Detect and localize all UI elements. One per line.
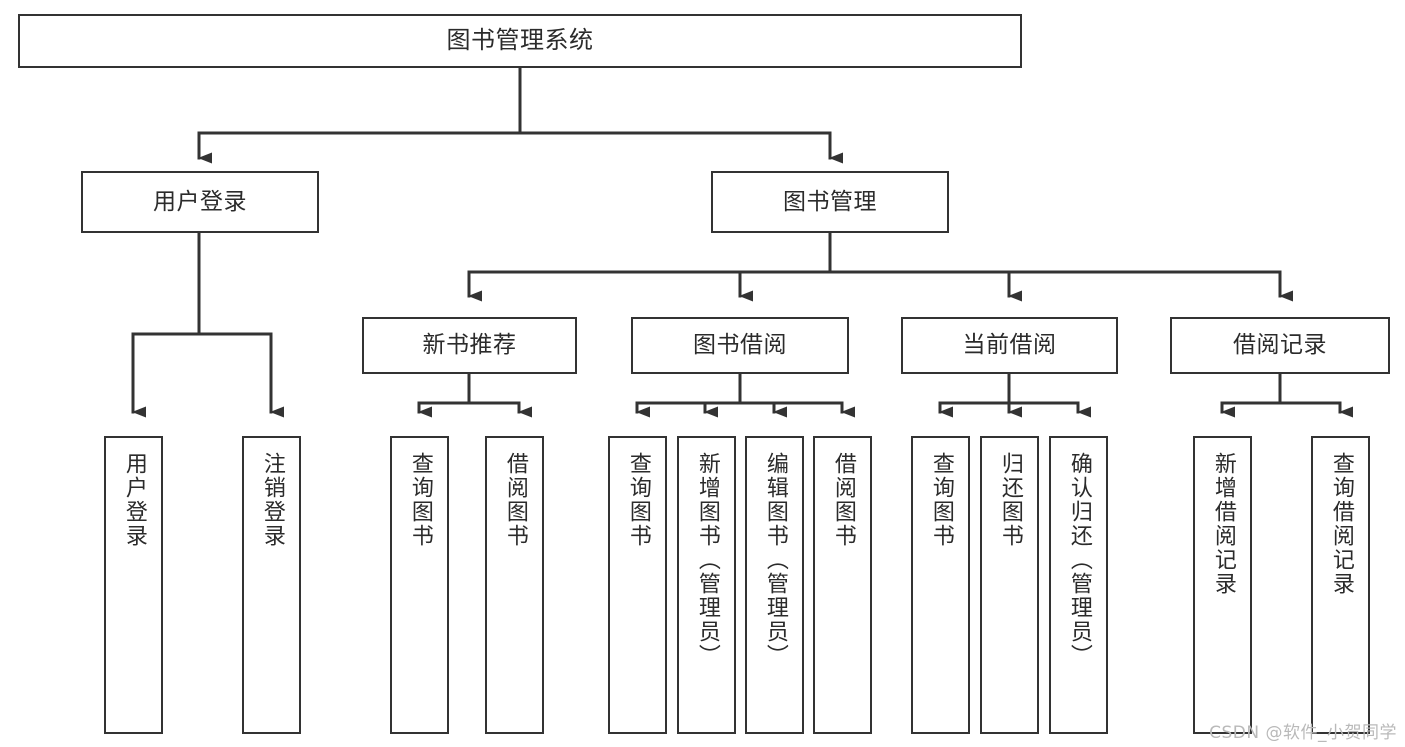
node-current-borrow[interactable]: 当前借阅 [901,317,1118,374]
node-label: 注销登录 [259,452,285,548]
node-label: 图书借阅 [693,332,787,359]
csdn-watermark: CSDN @软件_小贺同学 [1209,723,1397,743]
node-leaf-query-book-2[interactable]: 查询图书 [608,436,667,734]
node-label: 查询借阅记录 [1328,452,1354,596]
node-label: 用户登录 [153,188,247,215]
node-label: 借阅图书 [502,452,528,548]
node-label: 归还图书 [997,452,1023,548]
node-label: 新书推荐 [422,332,517,359]
node-leaf-borrow-book-2[interactable]: 借阅图书 [813,436,872,734]
node-leaf-query-book-3[interactable]: 查询图书 [911,436,970,734]
node-book-management[interactable]: 图书管理 [711,171,949,233]
node-book-borrow[interactable]: 图书借阅 [631,317,849,374]
node-leaf-confirm-return[interactable]: 确认归还（管理员） [1049,436,1108,734]
node-label: 查询图书 [928,452,954,548]
node-leaf-query-record[interactable]: 查询借阅记录 [1311,436,1370,734]
node-root-book-management-system[interactable]: 图书管理系统 [18,14,1022,68]
node-leaf-add-record[interactable]: 新增借阅记录 [1193,436,1252,734]
node-leaf-edit-book[interactable]: 编辑图书（管理员） [745,436,804,734]
node-leaf-logout-login[interactable]: 注销登录 [242,436,301,734]
node-label: 编辑图书（管理员） [762,452,788,668]
node-label: 用户登录 [121,452,147,548]
node-leaf-return-book[interactable]: 归还图书 [980,436,1039,734]
node-label: 借阅记录 [1233,332,1327,359]
node-label: 新增借阅记录 [1210,452,1236,596]
node-label: 借阅图书 [830,452,856,548]
node-leaf-borrow-book-1[interactable]: 借阅图书 [485,436,544,734]
node-label: 当前借阅 [962,332,1057,359]
node-label: 查询图书 [625,452,651,548]
node-label: 新增图书（管理员） [694,452,720,668]
node-new-book-recommend[interactable]: 新书推荐 [362,317,577,374]
node-label: 确认归还（管理员） [1066,452,1092,668]
node-label: 查询图书 [407,452,433,548]
node-borrow-record[interactable]: 借阅记录 [1170,317,1390,374]
node-leaf-user-login[interactable]: 用户登录 [104,436,163,734]
node-label: 图书管理系统 [446,26,594,55]
node-label: 图书管理 [783,188,877,215]
node-leaf-add-book[interactable]: 新增图书（管理员） [677,436,736,734]
node-leaf-query-book-1[interactable]: 查询图书 [390,436,449,734]
node-user-login[interactable]: 用户登录 [81,171,319,233]
